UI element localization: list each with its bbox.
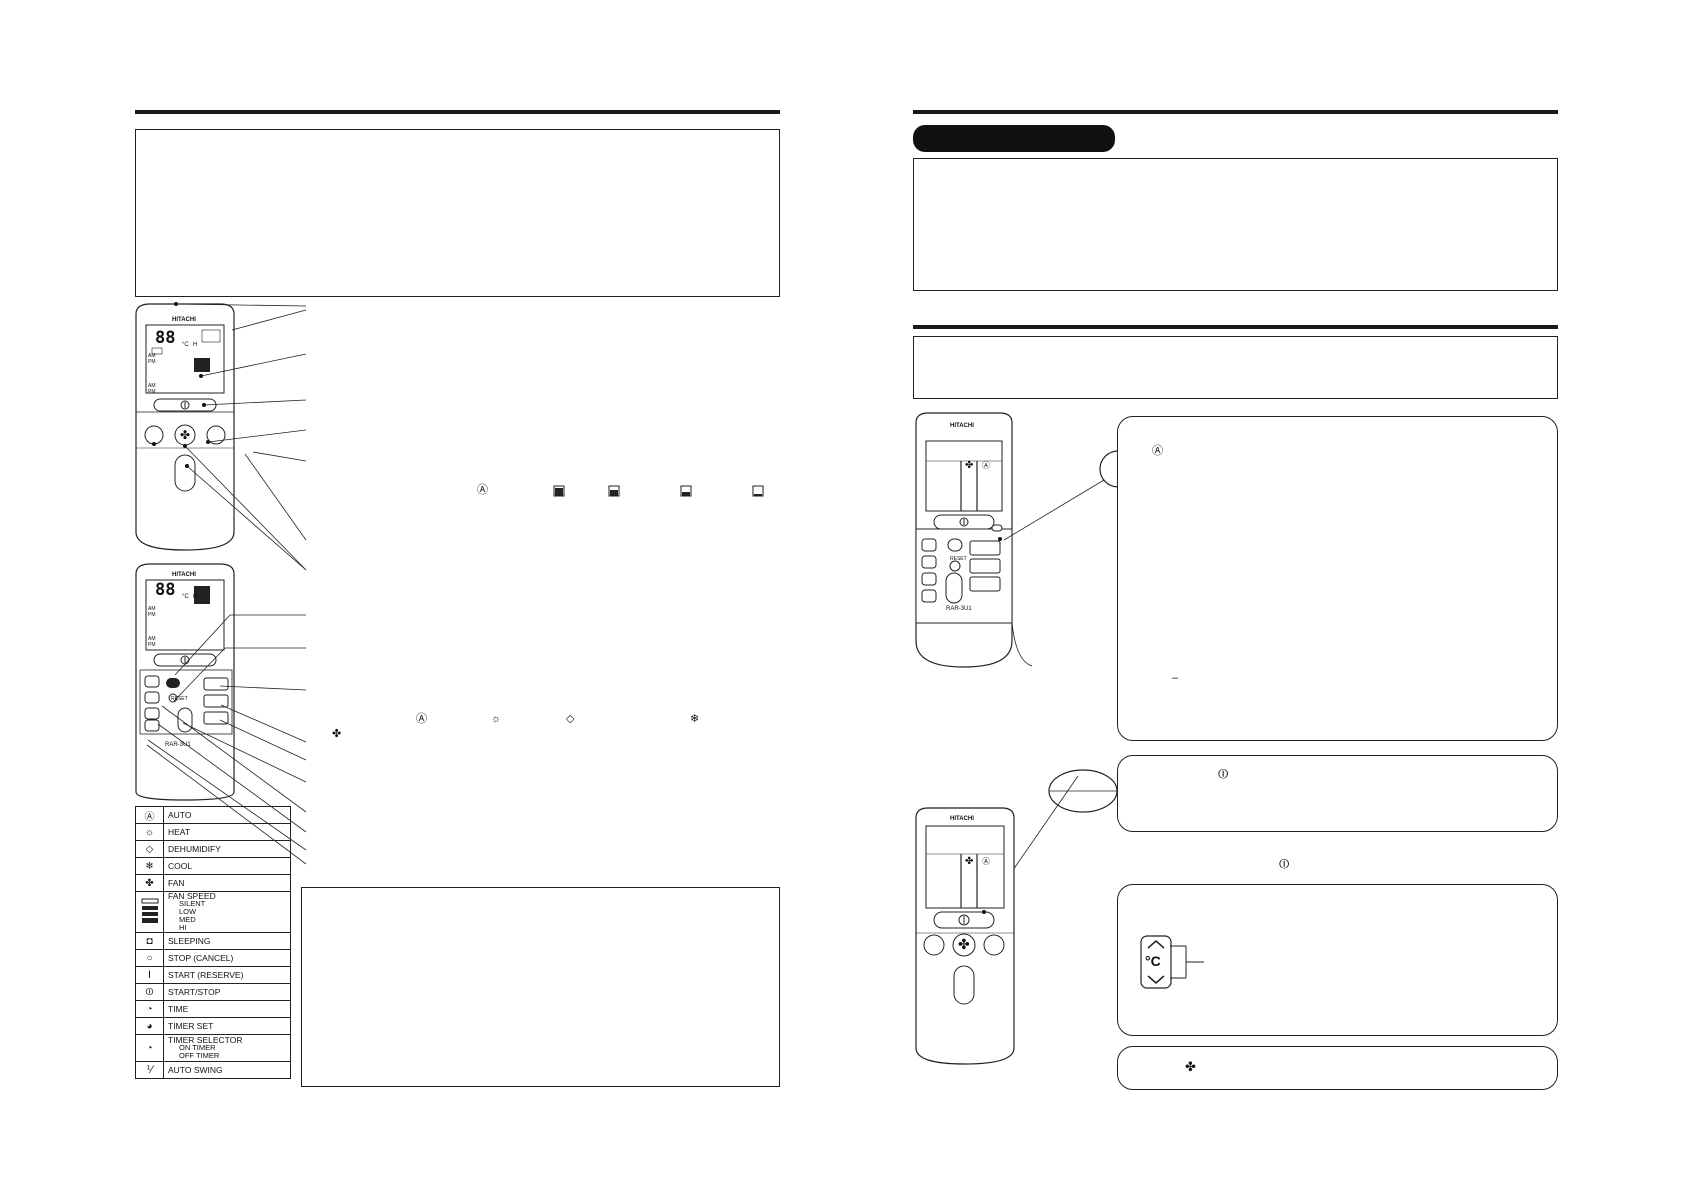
remote-right-upper-model-label: RAR-3U1: [946, 606, 972, 612]
start-stop-panel-icon: ⏼: [1218, 766, 1229, 781]
legend-sub-hi: HI: [179, 923, 187, 932]
start-stop-panel: [1117, 755, 1558, 832]
remote-upper-unit: °C: [182, 342, 189, 348]
temperature-unit-label: °C: [1145, 953, 1161, 969]
right-page-section-tab: [913, 125, 1115, 152]
remote-lower-digits: 88: [155, 580, 176, 600]
remote-lower-am-2: AM: [148, 636, 156, 642]
remote-lower-model-label: RAR-3U1: [165, 742, 191, 748]
remote-upper-fan-icon[interactable]: ✤: [180, 428, 191, 442]
legend-row-fan-speed: FAN SPEED SILENT LOW MED HI: [135, 891, 291, 933]
left-page-intro-box: [135, 129, 780, 297]
remote-upper-digits: 88: [155, 328, 176, 348]
remote-upper-pm-1: PM: [148, 359, 156, 365]
legend-row: ⏼START/STOP: [135, 983, 291, 1001]
right-page-intro-box: [913, 158, 1558, 291]
remote-lower-pm-1: PM: [148, 612, 156, 618]
fan-speed-bars-icon: [141, 898, 158, 923]
temperature-panel: [1117, 884, 1558, 1036]
fan-speed-low-icon: [680, 485, 692, 497]
fan-speed-icon: [135, 891, 164, 933]
remote-upper-hour: H: [193, 342, 198, 348]
remote-right-lower-fan-icon: ✤: [965, 856, 974, 867]
fan-speed-panel-icon: ✤: [1185, 1059, 1196, 1074]
legend-sub-med: MED: [179, 915, 196, 924]
remote-upper-pm-2: PM: [148, 389, 156, 395]
auto-mode-icon: Ⓐ: [477, 484, 488, 496]
remote-diagram-right-upper: [915, 412, 1033, 668]
remote-right-upper-fan-icon: ✤: [965, 460, 974, 471]
mode-auto-icon: Ⓐ: [416, 713, 427, 725]
start-stop-inline-icon: ⏼: [1279, 856, 1290, 871]
legend-sub-off-timer: OFF TIMER: [179, 1051, 220, 1060]
mode-select-panel: [1117, 416, 1558, 741]
right-page-caution-box: [913, 336, 1558, 399]
mode-cool-icon: ❄: [690, 713, 700, 725]
legend-row: ◔TIME: [135, 1000, 291, 1018]
legend-fan-speed-cell: FAN SPEED SILENT LOW MED HI: [163, 891, 291, 933]
legend-sub-silent: SILENT: [179, 899, 206, 908]
panel-auto-icon: Ⓐ: [1152, 445, 1163, 457]
auto-swing-icon: ⅟: [135, 1061, 164, 1079]
legend-row: ⅟AUTO SWING: [135, 1061, 291, 1079]
mode-fan-icon: ✤: [332, 728, 342, 740]
legend-sub-low: LOW: [179, 907, 197, 916]
legend-row: ❄COOL: [135, 857, 291, 875]
remote-right-lower-fan-button-icon[interactable]: ✤: [958, 936, 970, 952]
remote-right-upper-reset-label: RESET: [950, 556, 967, 562]
panel-dash: –: [1172, 672, 1179, 684]
legend-row: ○STOP (CANCEL): [135, 949, 291, 967]
remote-upper-am-2: AM: [148, 383, 156, 389]
remote-lower-brand: HITACHI: [172, 572, 196, 578]
remote-right-lower-auto-icon: Ⓐ: [982, 857, 990, 866]
left-page-note-box: [301, 887, 780, 1087]
remote-lower-pm-2: PM: [148, 642, 156, 648]
remote-right-lower-brand: HITACHI: [950, 816, 974, 822]
fan-speed-hi-icon: [553, 485, 565, 497]
left-page-top-rule: [135, 110, 780, 114]
mode-heat-icon: ☼: [491, 713, 502, 725]
remote-right-upper-auto-icon: Ⓐ: [982, 461, 990, 470]
legend-row-timer-selector: ◔ TIMER SELECTOR ON TIMER OFF TIMER: [135, 1034, 291, 1062]
remote-diagram-upper: [135, 302, 235, 551]
legend-label: AUTO SWING: [163, 1061, 291, 1079]
remote-diagram-right-lower: [915, 807, 1015, 1065]
remote-lower-unit: °C: [182, 594, 189, 600]
mode-dry-icon: ◇: [566, 713, 575, 725]
fan-speed-med-icon: [608, 485, 620, 497]
remote-lower-am-1: AM: [148, 606, 156, 612]
remote-upper-am-1: AM: [148, 353, 156, 359]
remote-lower-reset-label: RESET: [171, 696, 188, 702]
fan-speed-silent-icon: [752, 485, 764, 497]
legend-sub-on-timer: ON TIMER: [179, 1043, 216, 1052]
right-page-second-rule: [913, 325, 1558, 329]
legend-timer-selector-cell: TIMER SELECTOR ON TIMER OFF TIMER: [163, 1034, 291, 1062]
right-page-top-rule: [913, 110, 1558, 114]
temperature-button-diagram: [1140, 935, 1204, 989]
remote-right-upper-brand: HITACHI: [950, 423, 974, 429]
remote-lower-hour: H: [193, 594, 198, 600]
legend-label: FAN SPEED: [168, 891, 216, 901]
fan-speed-panel: [1117, 1046, 1558, 1090]
remote-upper-brand: HITACHI: [172, 317, 196, 323]
legend-label: TIMER SELECTOR: [168, 1035, 243, 1045]
